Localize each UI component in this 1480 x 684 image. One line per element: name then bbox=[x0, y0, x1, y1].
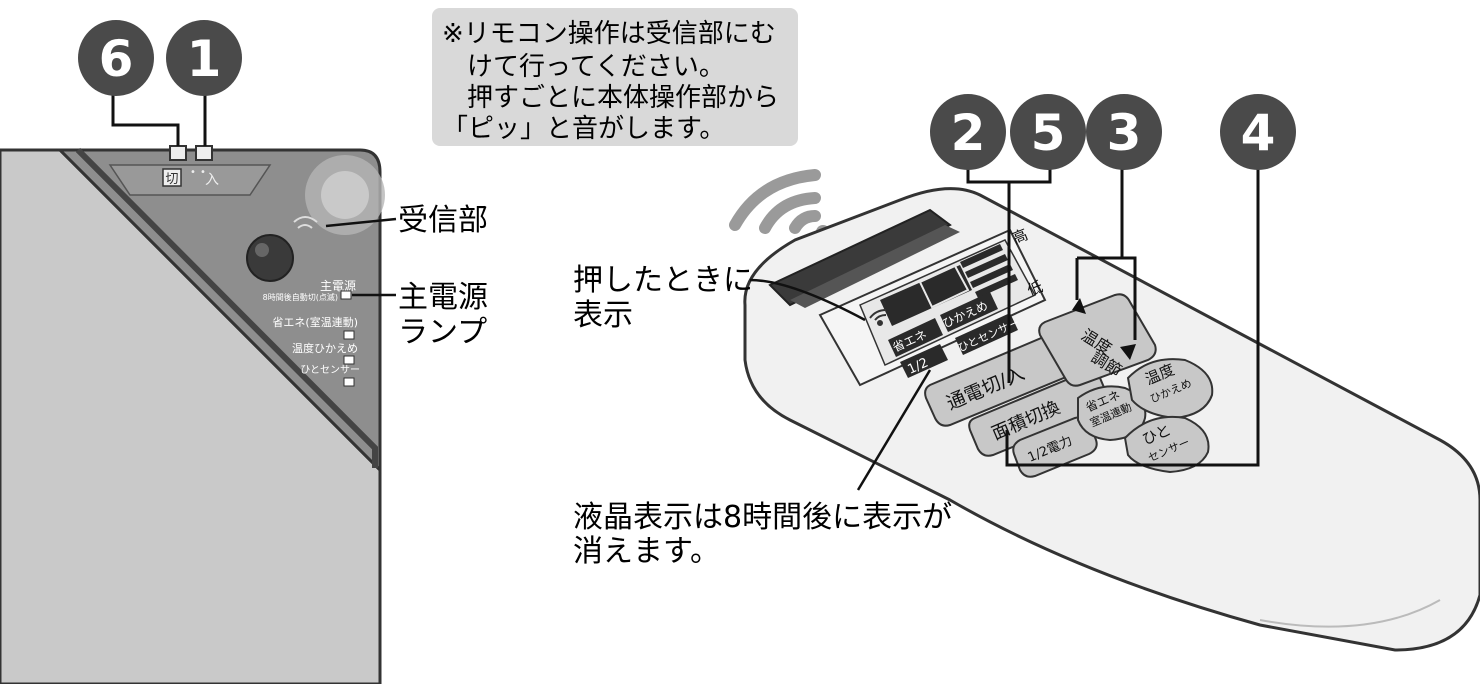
operation-note: ※リモコン操作は受信部にむ けて行ってください。 押すごとに本体操作部から 「ピ… bbox=[432, 8, 798, 146]
temp-modest-lamp bbox=[343, 355, 355, 365]
note-line-1: ※リモコン操作は受信部にむ bbox=[442, 19, 776, 49]
note-line-4: 「ピッ」と音がします。 bbox=[442, 114, 725, 144]
lcd-eco-box bbox=[888, 318, 943, 357]
human-sensor-label: ひとセンサー bbox=[300, 364, 360, 376]
switch-on-nub[interactable] bbox=[195, 145, 213, 161]
unit-control-panel bbox=[56, 148, 382, 474]
svg-text:2: 2 bbox=[951, 104, 986, 162]
switch-off-label: 切 bbox=[165, 172, 178, 187]
badge-5: 5 bbox=[1010, 94, 1086, 170]
lcd-low-label: 低 bbox=[1025, 277, 1046, 299]
receiver-leader bbox=[325, 217, 397, 228]
heater-unit: 切 • • 入 主電源 8時間後自動切(点滅) 省エネ(室温連動) 温度ひかえめ… bbox=[0, 145, 385, 684]
svg-text:4: 4 bbox=[1241, 104, 1276, 162]
eco-room-label: 省エネ(室温連動) bbox=[272, 315, 358, 329]
leader-4 bbox=[1005, 155, 1260, 467]
lcd-level-bars bbox=[960, 244, 1018, 298]
unit-body bbox=[0, 148, 382, 684]
main-power-lamp bbox=[340, 290, 352, 300]
lcd-note-1: 液晶表示は8時間後に表示が bbox=[573, 500, 952, 535]
lcd-modest-box bbox=[940, 292, 998, 332]
temp-modest-button[interactable]: 温度 ひかえめ bbox=[1126, 358, 1214, 420]
badge-2: 2 bbox=[930, 94, 1006, 170]
badge-6: 6 bbox=[78, 20, 154, 96]
human-sensor-button[interactable]: ひと センサー bbox=[1123, 415, 1210, 474]
eco-room-button[interactable]: 省エネ 室温連動 bbox=[1077, 385, 1147, 442]
svg-text:6: 6 bbox=[99, 30, 134, 88]
leader-6 bbox=[111, 80, 180, 146]
temp-adjust-button[interactable]: 温度 調節 bbox=[1038, 293, 1157, 387]
lcd-note-leader bbox=[856, 369, 932, 491]
pressed-leader bbox=[749, 278, 866, 322]
unit-edge bbox=[75, 147, 378, 468]
temp-up-arrow-icon[interactable] bbox=[1072, 298, 1086, 314]
switch-on-label: 入 bbox=[205, 172, 219, 188]
svg-text:5: 5 bbox=[1031, 104, 1066, 162]
lcd-half-box bbox=[900, 344, 948, 378]
lcd-signal-icon bbox=[869, 309, 887, 326]
svg-text:•: • bbox=[200, 167, 206, 178]
svg-text:3: 3 bbox=[1107, 104, 1142, 162]
lcd-high-label: 高 bbox=[1010, 225, 1031, 247]
note-line-3: 押すごとに本体操作部から bbox=[467, 83, 779, 113]
pressed-callout-1: 押したときに bbox=[573, 263, 753, 298]
eco-room-lamp bbox=[343, 330, 355, 340]
note-box bbox=[432, 8, 798, 146]
badge-3: 3 bbox=[1086, 94, 1162, 170]
timer-note-label: 8時間後自動切(点滅) bbox=[263, 292, 338, 302]
temp-modest-label: 温度ひかえめ bbox=[292, 341, 358, 355]
switch-recess bbox=[108, 164, 272, 196]
receiver-window bbox=[246, 234, 294, 282]
svg-text:•: • bbox=[190, 167, 196, 178]
main-lamp-callout-2: ランプ bbox=[398, 315, 487, 350]
signal-waves-icon bbox=[729, 169, 830, 239]
main-power-label: 主電源 bbox=[320, 279, 356, 293]
badge-4: 4 bbox=[1220, 94, 1296, 170]
temp-down-arrow-icon[interactable] bbox=[1120, 344, 1136, 360]
receiver-callout: 受信部 bbox=[398, 203, 488, 238]
ir-window bbox=[768, 208, 952, 307]
switch-off-nub[interactable] bbox=[169, 145, 187, 161]
leader-3 bbox=[1075, 153, 1137, 340]
note-line-2: けて行ってください。 bbox=[467, 52, 725, 82]
svg-text:1: 1 bbox=[187, 30, 222, 88]
remote-control: 高 低 省エネ ひかえめ 1/2 ひとセンサー 通電切/入 面積切換 1/2電力 bbox=[743, 187, 1480, 652]
human-sensor-lamp bbox=[343, 377, 355, 387]
lcd-sensor-box bbox=[955, 313, 1018, 355]
main-lamp-callout-1: 主電源 bbox=[398, 280, 488, 315]
lcd-note-2: 消えます。 bbox=[573, 534, 720, 569]
pressed-callout-2: 表示 bbox=[573, 298, 633, 333]
badge-1: 1 bbox=[166, 20, 242, 96]
